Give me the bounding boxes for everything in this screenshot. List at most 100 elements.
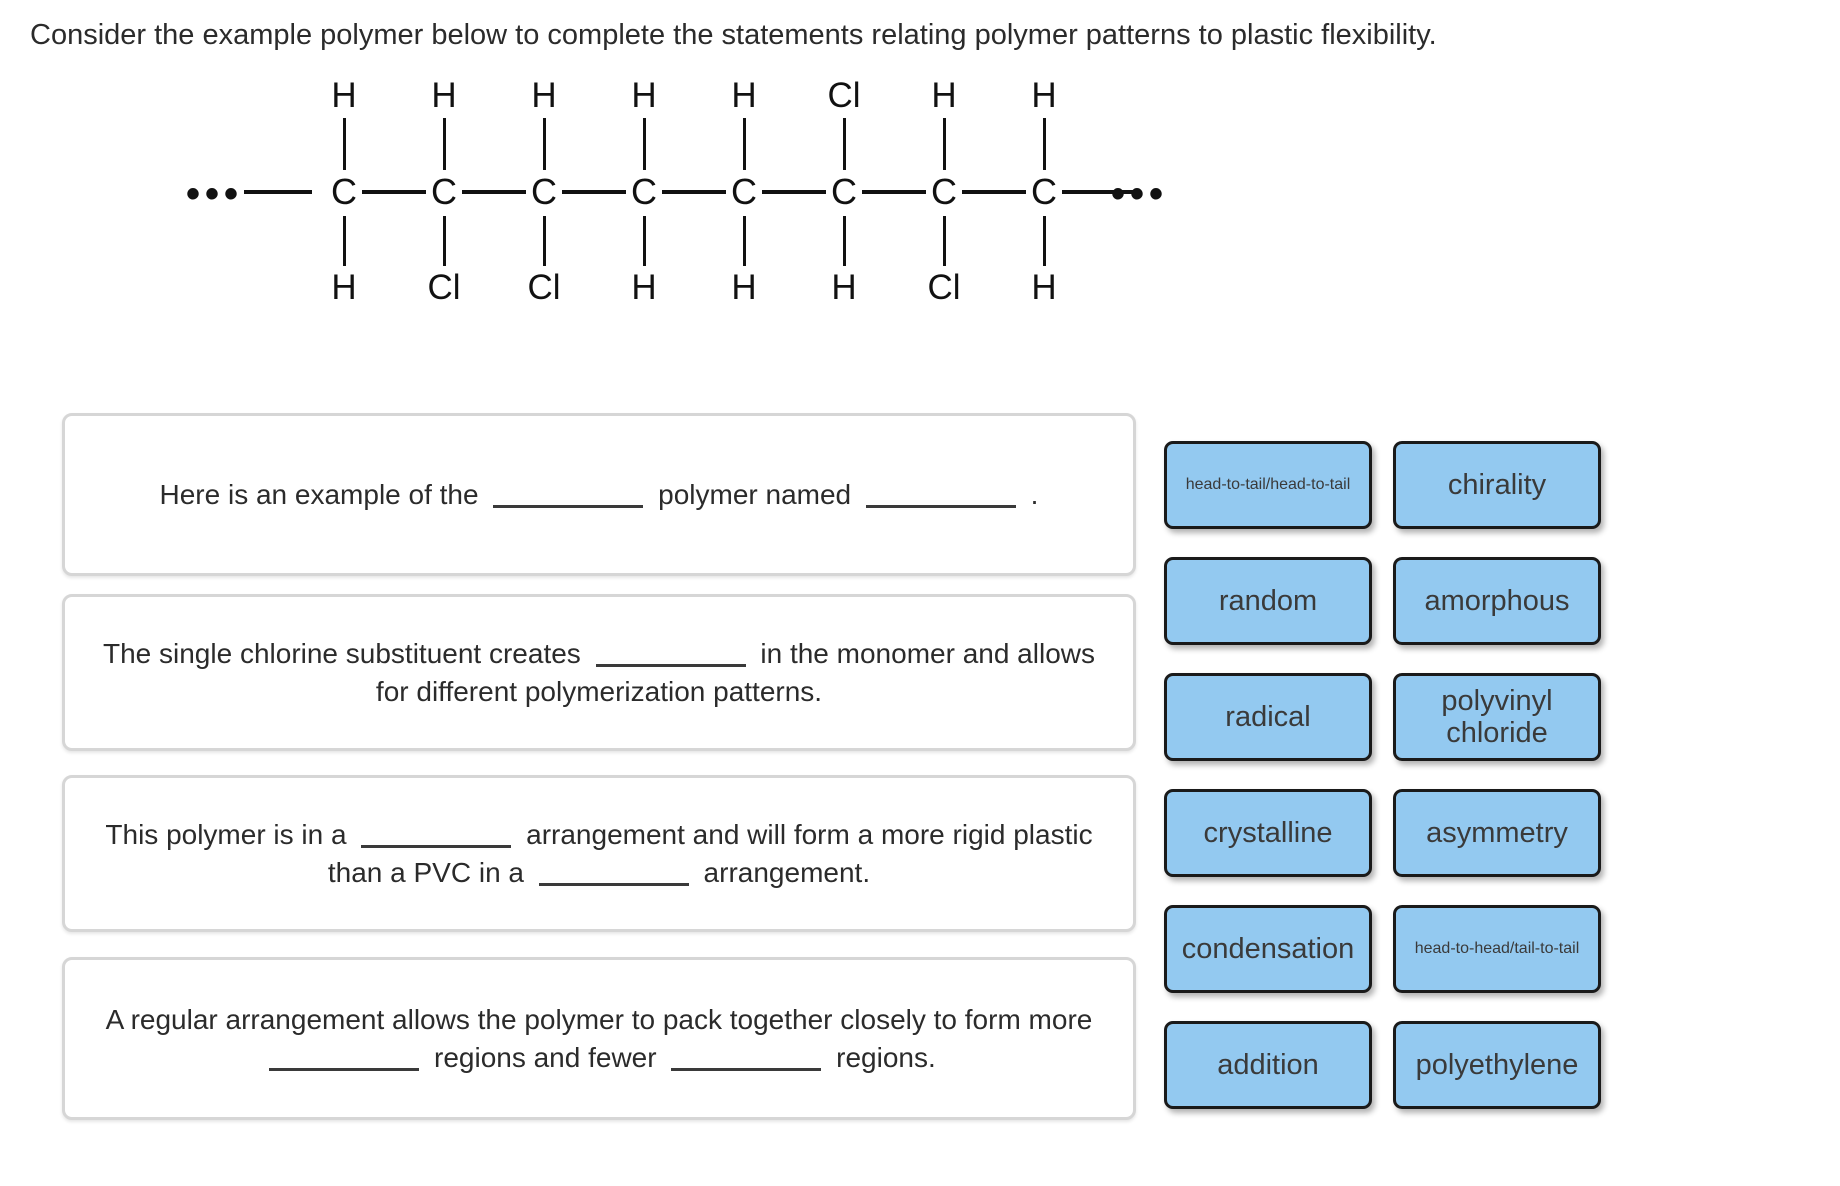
- backbone-bond-right: [1062, 190, 1134, 194]
- substituent-bottom-label: H: [331, 268, 357, 307]
- polymer-unit: H C H: [1014, 78, 1074, 313]
- bond-vertical-up: [543, 118, 546, 170]
- bond-vertical-up: [943, 118, 946, 170]
- backbone-carbon-label: C: [731, 171, 757, 212]
- statement-fragment: arrangement.: [695, 856, 871, 888]
- substituent-top-label: H: [931, 76, 957, 115]
- polymer-unit: H C H: [714, 78, 774, 313]
- answer-tile[interactable]: addition: [1164, 1021, 1372, 1109]
- answer-tile[interactable]: crystalline: [1164, 789, 1372, 877]
- backbone-carbon-label: C: [631, 171, 657, 212]
- answer-blank[interactable]: [361, 844, 512, 848]
- statement-fragment: arrangement and will form a more rigid p…: [327, 818, 1093, 888]
- backbone-bond-segment: [362, 190, 426, 194]
- substituent-bottom-label: H: [831, 268, 857, 307]
- statement-text-1: Here is an example of the polymer named …: [134, 476, 1065, 514]
- polymer-unit: H C H: [314, 78, 374, 313]
- bond-vertical-up: [1043, 118, 1046, 170]
- answer-tile-label: condensation: [1181, 933, 1355, 965]
- substituent-top-label: H: [531, 76, 557, 115]
- bond-vertical-down: [743, 216, 746, 266]
- substituent-bottom-label: H: [731, 268, 757, 307]
- statement-card-2[interactable]: The single chlorine substituent creates …: [62, 594, 1136, 751]
- statement-fragment: polymer named: [650, 478, 859, 510]
- bond-vertical-up: [643, 118, 646, 170]
- backbone-bond-segment: [462, 190, 526, 194]
- answer-tile-label: asymmetry: [1426, 817, 1568, 849]
- bond-vertical-down: [843, 216, 846, 266]
- statement-card-1[interactable]: Here is an example of the polymer named …: [62, 413, 1136, 576]
- statement-fragment: The single chlorine substituent creates: [102, 637, 589, 669]
- substituent-bottom-label: H: [1031, 268, 1057, 307]
- backbone-bond-segment: [562, 190, 626, 194]
- backbone-bond-segment: [762, 190, 826, 194]
- statement-fragment: regions and fewer: [426, 1041, 665, 1073]
- answer-tile-label: amorphous: [1424, 585, 1570, 617]
- answer-blank[interactable]: [269, 1067, 420, 1071]
- answer-tile[interactable]: head-to-head/tail-to-tail: [1393, 905, 1601, 993]
- bond-vertical-down: [943, 216, 946, 266]
- statement-card-3[interactable]: This polymer is in a arrangement and wil…: [62, 775, 1136, 932]
- answer-tile[interactable]: condensation: [1164, 905, 1372, 993]
- substituent-top-label: H: [631, 76, 657, 115]
- substituent-top-label: H: [1031, 76, 1057, 115]
- backbone-bond-left: [244, 190, 312, 194]
- answer-tile-label: head-to-tail/head-to-tail: [1185, 476, 1351, 493]
- answer-tile[interactable]: asymmetry: [1393, 789, 1601, 877]
- statement-fragment: in the monomer and allows for different …: [375, 637, 1095, 707]
- backbone-carbon-label: C: [931, 171, 957, 212]
- answer-tile[interactable]: polyvinyl chloride: [1393, 673, 1601, 761]
- answer-tile-label: radical: [1225, 701, 1311, 733]
- backbone-carbon-label: C: [1031, 171, 1057, 212]
- chain-continuation-right-icon: •••: [1111, 172, 1169, 216]
- substituent-top-label: H: [431, 76, 457, 115]
- answer-tile[interactable]: chirality: [1393, 441, 1601, 529]
- bond-vertical-down: [543, 216, 546, 266]
- answer-tile[interactable]: radical: [1164, 673, 1372, 761]
- substituent-bottom-label: Cl: [927, 268, 961, 307]
- statement-text-3: This polymer is in a arrangement and wil…: [65, 816, 1133, 892]
- answer-tile-label: crystalline: [1203, 817, 1333, 849]
- statement-fragment: .: [1022, 478, 1039, 510]
- answer-tile[interactable]: random: [1164, 557, 1372, 645]
- answer-tile-label: random: [1218, 585, 1318, 617]
- statement-card-4[interactable]: A regular arrangement allows the polymer…: [62, 957, 1136, 1120]
- bond-vertical-down: [343, 216, 346, 266]
- chain-continuation-left-icon: •••: [186, 172, 244, 216]
- answer-tile[interactable]: amorphous: [1393, 557, 1601, 645]
- statement-text-4: A regular arrangement allows the polymer…: [65, 1001, 1133, 1077]
- bond-vertical-up: [443, 118, 446, 170]
- backbone-bond-segment: [962, 190, 1026, 194]
- statement-text-2: The single chlorine substituent creates …: [65, 635, 1133, 711]
- answer-tile[interactable]: polyethylene: [1393, 1021, 1601, 1109]
- answer-blank[interactable]: [865, 504, 1016, 508]
- answer-blank[interactable]: [538, 882, 689, 886]
- answer-blank[interactable]: [493, 504, 644, 508]
- substituent-bottom-label: Cl: [527, 268, 561, 307]
- bond-vertical-down: [443, 216, 446, 266]
- answer-tile[interactable]: head-to-tail/head-to-tail: [1164, 441, 1372, 529]
- answer-blank[interactable]: [671, 1067, 822, 1071]
- backbone-carbon-label: C: [431, 171, 457, 212]
- substituent-top-label: H: [331, 76, 357, 115]
- backbone-bond-segment: [862, 190, 926, 194]
- bond-vertical-up: [743, 118, 746, 170]
- bond-vertical-down: [643, 216, 646, 266]
- substituent-top-label: H: [731, 76, 757, 115]
- page-prompt: Consider the example polymer below to co…: [30, 19, 1437, 51]
- bond-vertical-down: [1043, 216, 1046, 266]
- substituent-bottom-label: Cl: [427, 268, 461, 307]
- substituent-top-label: Cl: [827, 76, 861, 115]
- backbone-bond-segment: [662, 190, 726, 194]
- statement-fragment: A regular arrangement allows the polymer…: [105, 1003, 1093, 1035]
- answer-tile-bank: head-to-tail/head-to-tail chirality random…: [1164, 441, 1601, 1121]
- backbone-carbon-label: C: [831, 171, 857, 212]
- answer-blank[interactable]: [595, 663, 746, 667]
- backbone-carbon-label: C: [331, 171, 357, 212]
- polymer-unit: H C Cl: [414, 78, 474, 313]
- bond-vertical-up: [343, 118, 346, 170]
